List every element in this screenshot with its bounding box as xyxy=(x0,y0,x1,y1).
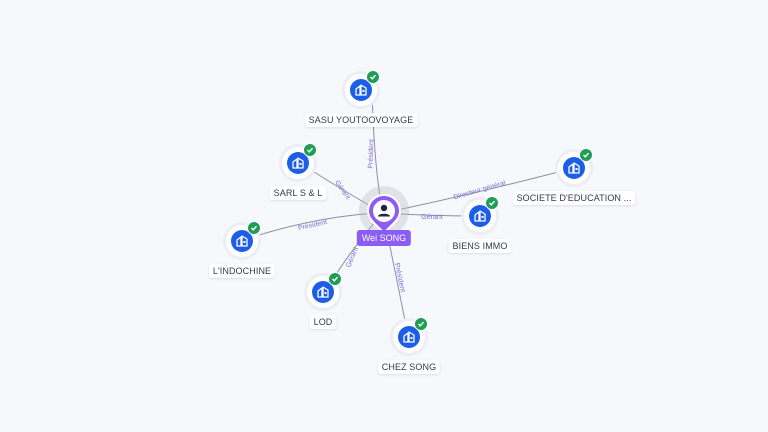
building-icon xyxy=(355,84,367,96)
building-icon xyxy=(292,157,304,169)
person-name[interactable]: Wei SONG xyxy=(356,230,412,246)
company-label[interactable]: SOCIETE D'EDUCATION ... xyxy=(512,191,636,205)
verified-check-icon xyxy=(303,143,317,157)
person-icon[interactable] xyxy=(367,194,401,234)
building-icon xyxy=(474,210,486,222)
company-label[interactable]: L'INDOCHINE xyxy=(208,264,276,278)
company-label[interactable]: SARL S & L xyxy=(269,186,327,200)
edge-label: Président xyxy=(297,219,327,232)
verified-check-icon xyxy=(328,272,342,286)
building-icon xyxy=(403,331,415,343)
building-icon xyxy=(236,235,248,247)
company-label[interactable]: BIENS IMMO xyxy=(448,239,512,253)
edge-label: Gérant xyxy=(333,179,351,201)
edge-label: Directeur général xyxy=(453,180,507,202)
company-label[interactable]: LOD xyxy=(309,315,337,329)
edge-label: Gérant xyxy=(421,214,442,221)
building-icon xyxy=(568,162,580,174)
company-label[interactable]: SASU YOUTOOVOYAGE xyxy=(304,113,418,127)
company-avatar[interactable] xyxy=(307,276,339,308)
verified-check-icon xyxy=(247,221,261,235)
edge-label: Président xyxy=(393,262,406,292)
company-label[interactable]: CHEZ SONG xyxy=(377,360,441,374)
verified-check-icon xyxy=(414,317,428,331)
company-avatar[interactable] xyxy=(226,225,258,257)
verified-check-icon xyxy=(485,196,499,210)
edge-label: Président xyxy=(367,139,375,169)
verified-check-icon xyxy=(366,70,380,84)
building-icon xyxy=(317,286,329,298)
verified-check-icon xyxy=(579,148,593,162)
